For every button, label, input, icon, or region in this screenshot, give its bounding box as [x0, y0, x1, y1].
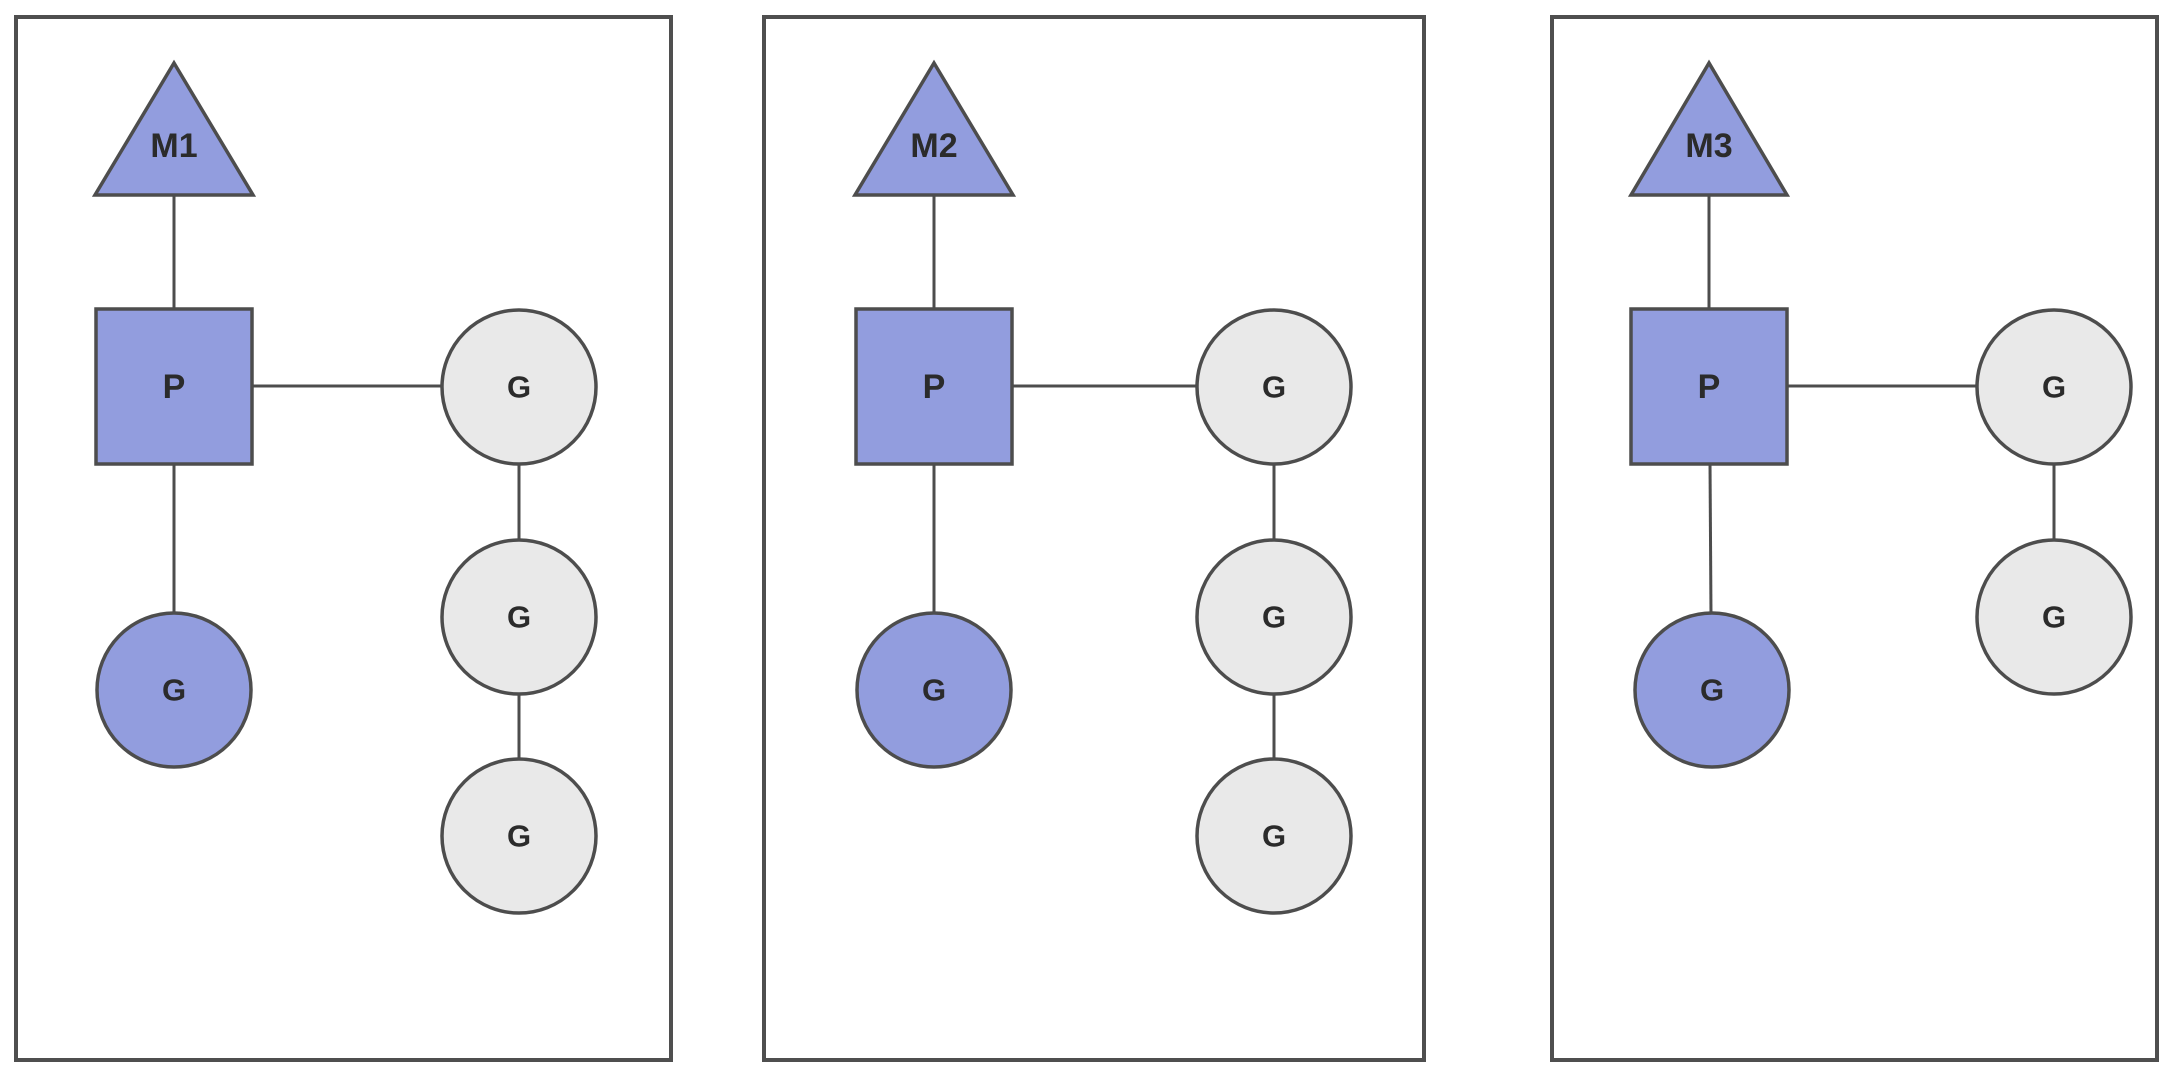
node-circle-g-highlight-label: G [1700, 673, 1724, 708]
node-circle-g-right-2-shape [440, 538, 598, 696]
node-square-p-label: P [1698, 368, 1721, 406]
node-triangle-m1-shape [91, 59, 257, 197]
node-triangle-m3-shape [1627, 59, 1791, 197]
node-square-p-label: P [923, 368, 946, 406]
panel-m3-drawing: M3P G G G [1627, 59, 2133, 769]
node-square-p-shape [1629, 307, 1789, 466]
node-circle-g-right-1-label: G [507, 370, 531, 405]
node-circle-g-right-2-shape [1975, 538, 2133, 696]
node-circle-g-highlight-label: G [162, 673, 186, 708]
node-circle-g-right-2-label: G [1262, 600, 1286, 635]
node-circle-g-right-1-shape [1195, 308, 1353, 466]
node-square-p-shape [94, 307, 254, 466]
node-circle-g-highlight-shape [855, 611, 1013, 769]
panel-m1-drawing: M1P G G G G [91, 59, 598, 915]
node-circle-g-right-3-shape [1195, 757, 1353, 915]
node-triangle-m1-label: M1 [150, 127, 197, 165]
node-circle-g-highlight-shape [95, 611, 253, 769]
node-triangle-m2-shape [851, 59, 1017, 197]
node-circle-g-right-3-label: G [507, 819, 531, 854]
panel-m2-drawing: M2P G G G G [851, 59, 1353, 915]
node-circle-g-right-2-label: G [507, 600, 531, 635]
node-triangle-m3-label: M3 [1685, 127, 1732, 165]
node-circle-g-right-3-shape [440, 757, 598, 915]
node-square-p-shape [854, 307, 1014, 466]
node-triangle-m2-label: M2 [910, 127, 957, 165]
node-circle-g-right-1-shape [440, 308, 598, 466]
node-square-p-label: P [163, 368, 186, 406]
node-circle-g-right-2-label: G [2042, 600, 2066, 635]
node-circle-g-right-3-label: G [1262, 819, 1286, 854]
node-circle-g-right-1-label: G [2042, 370, 2066, 405]
node-circle-g-right-1-shape [1975, 308, 2133, 466]
node-circle-g-right-1-label: G [1262, 370, 1286, 405]
node-circle-g-highlight-label: G [922, 673, 946, 708]
node-circle-g-right-2-shape [1195, 538, 1353, 696]
node-circle-g-highlight-shape [1633, 611, 1791, 769]
edge-line [1708, 461, 1713, 616]
